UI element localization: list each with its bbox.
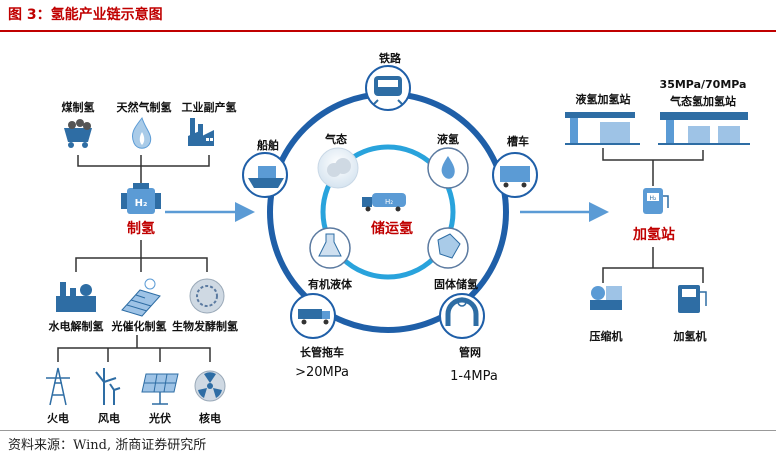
liquid-hydrogen-bubble xyxy=(427,147,469,189)
compressor-label: 压缩机 xyxy=(589,330,623,343)
svg-text:H₂: H₂ xyxy=(650,195,658,202)
solar-panel-icon xyxy=(141,373,179,405)
pressure-rating-label: 35MPa/70MPa xyxy=(659,78,747,91)
flame-icon xyxy=(131,116,152,149)
dispenser-machine-icon xyxy=(678,285,707,313)
photovoltaic-label: 光伏 xyxy=(149,412,171,425)
electrolysis-plant-icon xyxy=(56,282,96,312)
natural-gas-hydrogen-label: 天然气制氢 xyxy=(116,101,172,114)
tank-car-bubble xyxy=(492,152,538,198)
dispenser-label: 加氢机 xyxy=(673,330,707,343)
tube-trailer-label: 长管拖车 xyxy=(300,346,344,359)
organic-liquid-label: 有机液体 xyxy=(308,278,352,291)
bio-fermentation-icon xyxy=(189,278,225,314)
source-note: 资料来源：Wind, 浙商证券研究所 xyxy=(8,438,207,453)
svg-text:H₂: H₂ xyxy=(385,198,393,206)
svg-text:H₂: H₂ xyxy=(135,198,148,209)
inner-storage-ring xyxy=(320,144,456,280)
compressor-icon xyxy=(590,286,622,310)
gas-station-label: 气态氢加氢站 xyxy=(670,95,736,108)
wind-turbine-icon xyxy=(95,368,121,405)
solid-storage-label: 固体储氢 xyxy=(434,278,478,291)
liquid-station-label: 液氢加氢站 xyxy=(575,93,631,106)
gaseous-state-bubble xyxy=(317,147,359,189)
pipeline-bubble xyxy=(439,293,485,339)
tube-trailer-bubble xyxy=(290,293,336,339)
electrolysis-label: 水电解制氢 xyxy=(48,320,104,333)
title-divider xyxy=(0,30,776,32)
tank-car-label: 槽车 xyxy=(507,135,529,148)
pipeline-label: 管网 xyxy=(459,346,481,359)
organic-liquid-bubble xyxy=(309,227,351,269)
solar-catalysis-icon xyxy=(121,278,161,317)
dispenser-icon: H₂ xyxy=(643,188,669,214)
bio-fermentation-label: 生物发酵制氢 xyxy=(172,320,238,333)
refueling-connectors xyxy=(602,148,704,283)
hydrogen-generator-icon: H₂ xyxy=(121,183,161,214)
industrial-byproduct-hydrogen-label: 工业副产氢 xyxy=(181,101,237,114)
figure-title: 图 3：氢能产业链示意图 xyxy=(8,7,163,23)
liquid-hydrogen-label: 液氢 xyxy=(437,133,459,146)
refueling-center-label: 加氢站 xyxy=(633,227,675,243)
storage-truck-icon: H₂ xyxy=(362,193,406,212)
source-divider xyxy=(0,430,776,431)
railway-label: 铁路 xyxy=(379,52,401,65)
production-connectors xyxy=(57,155,211,362)
coal-cart-icon xyxy=(64,119,92,148)
coal-hydrogen-label: 煤制氢 xyxy=(61,101,95,114)
ship-bubble xyxy=(242,152,288,198)
photocatalysis-label: 光催化制氢 xyxy=(111,320,167,333)
gas-station-icon xyxy=(658,112,750,145)
railway-bubble xyxy=(365,65,411,111)
factory-icon xyxy=(188,118,214,146)
tube-trailer-pressure: >20MPa xyxy=(295,365,349,380)
nuclear-icon xyxy=(194,370,226,402)
pylon-icon xyxy=(46,367,70,406)
pipeline-pressure: 1-4MPa xyxy=(450,369,498,384)
gaseous-label: 气态 xyxy=(325,133,347,146)
thermal-power-label: 火电 xyxy=(47,412,69,425)
wind-power-label: 风电 xyxy=(98,412,120,425)
liquid-station-icon xyxy=(565,112,640,145)
nuclear-power-label: 核电 xyxy=(199,412,221,425)
solid-storage-bubble xyxy=(427,227,469,269)
production-center-label: 制氢 xyxy=(127,221,155,237)
storage-center-label: 储运氢 xyxy=(371,221,413,237)
ship-label: 船舶 xyxy=(257,139,279,152)
